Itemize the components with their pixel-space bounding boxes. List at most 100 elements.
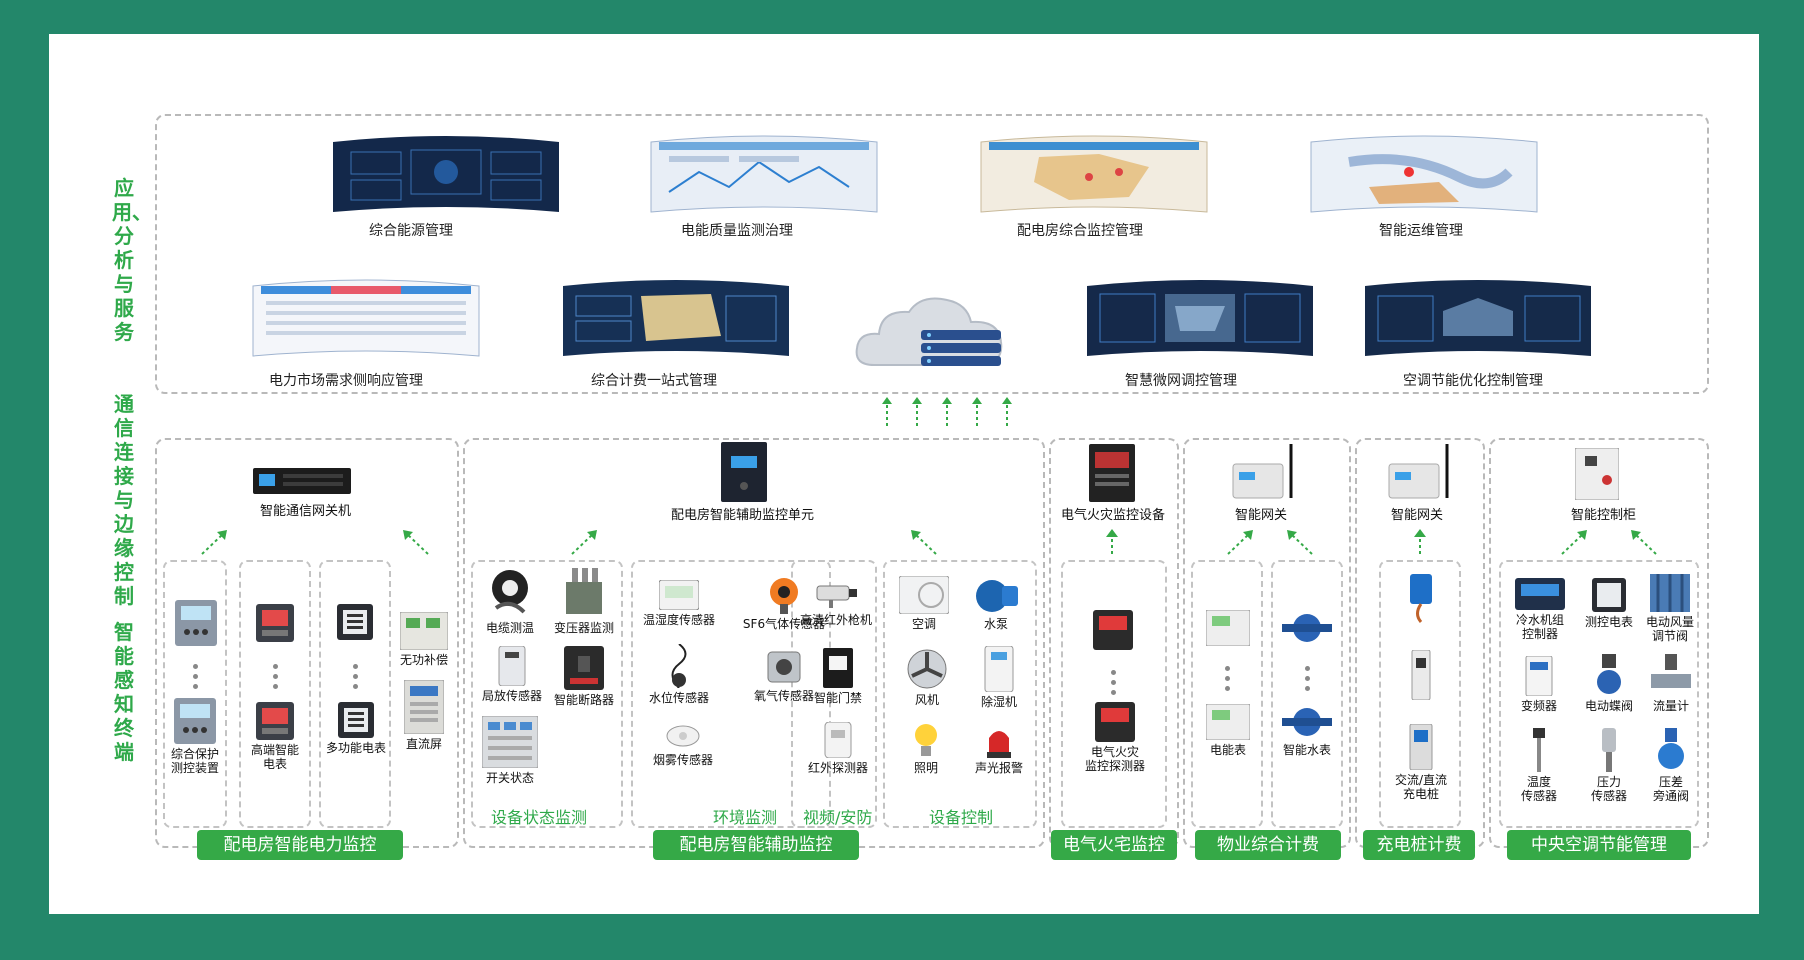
device-label-d14: 氧气传感器 — [753, 689, 814, 703]
device-label-d19: 空调 — [911, 617, 936, 631]
group-hvac-devices — [1499, 560, 1699, 828]
uplink-arrows — [882, 397, 1012, 426]
device-dc-panel: 直流屏 — [395, 680, 453, 751]
device-label-d10: 开关状态 — [485, 771, 534, 785]
screen-microgrid — [1085, 276, 1315, 366]
device-chiller-ctrl: 冷水机组 控制器 — [1505, 578, 1575, 641]
caption-a4: 智能运维管理 — [1379, 223, 1463, 239]
gateway-device-g5 — [1387, 442, 1461, 502]
screen-smart-om — [1309, 132, 1539, 222]
device-label-d33: 电动蝶阀 — [1584, 699, 1633, 713]
caption-a7: 智慧微网调控管理 — [1125, 373, 1237, 389]
device-label-d30: 测控电表 — [1584, 615, 1633, 629]
ellipsis-5 — [1225, 666, 1230, 691]
device-label-d3: 多功能电表 — [325, 741, 386, 755]
gateway-label-g6: 智能控制柜 — [1571, 508, 1637, 523]
device-multifunction-meter: 多功能电表 — [321, 702, 391, 755]
screen-billing — [561, 276, 791, 366]
device-label-d22: 除湿机 — [980, 695, 1017, 709]
device-pump: 水泵 — [961, 574, 1031, 631]
gateway-label-g2: 配电房智能辅助监控单元 — [671, 508, 815, 523]
caption-a3: 配电房综合监控管理 — [1017, 223, 1143, 239]
device-label-d37: 压差 旁通阀 — [1652, 775, 1689, 803]
gateway-label-g3: 电气火灾监控设备 — [1061, 508, 1166, 523]
arrow-up-5 — [1106, 529, 1118, 554]
group-env — [631, 560, 831, 828]
group-video — [791, 560, 877, 828]
device-label-d1: 综合保护 测控装置 — [170, 747, 219, 775]
badge-property-billing: 物业综合计费 — [1195, 830, 1341, 860]
device-water-level: 水位传感器 — [633, 644, 725, 705]
device-label-d11: 温湿度传感器 — [642, 613, 715, 627]
device-pressure-sensor: 压力 传感器 — [1579, 728, 1639, 803]
screen-energy-mgmt — [331, 132, 561, 222]
badge-fire-monitor: 电气火宅监控 — [1051, 830, 1177, 860]
device-label-d31: 电动风量 调节阀 — [1645, 615, 1694, 643]
badge-hvac: 中央空调节能管理 — [1507, 830, 1691, 860]
device-vfd: 变频器 — [1509, 656, 1569, 713]
subgroup-status: 设备状态监测 — [491, 808, 588, 827]
device-label-d6: 电缆测温 — [485, 621, 534, 635]
gateway-device-g2 — [719, 442, 769, 502]
device-air-damper: 电动风量 调节阀 — [1641, 574, 1699, 643]
screen-hvac-opt — [1363, 276, 1593, 366]
device-flowmeter: 流量计 — [1645, 654, 1697, 713]
gateway-label-g4: 智能网关 — [1235, 508, 1288, 523]
group-energy-meter — [1191, 560, 1263, 828]
badge-aux-monitor: 配电房智能辅助监控 — [653, 830, 859, 860]
subgroup-control: 设备控制 — [929, 808, 994, 827]
subgroup-env: 环境监测 — [713, 808, 778, 827]
device-transformer: 变压器监测 — [547, 568, 621, 635]
group-charger — [1379, 560, 1461, 828]
caption-a6: 综合计费一站式管理 — [591, 373, 717, 389]
group-status — [471, 560, 623, 828]
badge-charging: 充电桩计费 — [1363, 830, 1475, 860]
badge-power-monitor: 配电房智能电力监控 — [197, 830, 403, 860]
device-fan: 风机 — [895, 648, 959, 707]
device-dehumidifier: 除湿机 — [965, 646, 1033, 709]
arrow-up-1 — [201, 530, 227, 555]
device-temp-humidity: 温湿度传感器 — [633, 580, 725, 627]
ellipsis-1 — [193, 664, 198, 689]
device-label-d28: 交流/直流 充电桩 — [1394, 773, 1448, 801]
device-label-d9: 智能断路器 — [553, 693, 614, 707]
device-fire-top — [1085, 610, 1141, 650]
caption-a5: 电力市场需求侧响应管理 — [269, 373, 423, 389]
ellipsis-6 — [1305, 666, 1310, 691]
gateway-device-g6 — [1575, 448, 1619, 500]
device-label-d2: 高端智能 电表 — [250, 743, 299, 771]
device-ac-dc-charger: 交流/直流 充电桩 — [1383, 724, 1459, 801]
group-fire — [1061, 560, 1167, 828]
device-label-d23: 照明 — [913, 761, 938, 775]
device-pd-sensor: 局放传感器 — [477, 646, 547, 703]
device-label-d7: 变压器监测 — [553, 621, 614, 635]
device-ctrl-meter: 测控电表 — [1579, 578, 1639, 629]
device-temp-sensor: 温度 传感器 — [1509, 728, 1569, 803]
ellipsis-4 — [1111, 670, 1116, 695]
device-label-d27: 智能水表 — [1282, 743, 1331, 757]
arrow-up-4 — [911, 530, 937, 555]
caption-a1: 综合能源管理 — [369, 223, 453, 239]
device-label-d5: 直流屏 — [405, 737, 442, 751]
app-layer-box — [155, 114, 1709, 394]
screen-power-quality — [649, 132, 879, 222]
device-water-meter: 智能水表 — [1273, 704, 1341, 757]
device-ir-camera: 高清红外枪机 — [793, 580, 879, 627]
layer-title-comm: 通信连接与边缘控制 — [114, 392, 134, 608]
device-oxygen: 氧气传感器 — [745, 648, 823, 703]
device-protect: 综合保护 测控装置 — [163, 698, 227, 775]
device-ir-detector: 红外探测器 — [799, 722, 877, 775]
device-bypass-valve: 压差 旁通阀 — [1643, 728, 1699, 803]
device-label-d20: 水泵 — [983, 617, 1008, 631]
arrow-up-2 — [403, 530, 429, 555]
screen-demand-response — [251, 276, 481, 366]
ellipsis-2 — [273, 664, 278, 689]
screen-substation-monitor — [979, 132, 1209, 222]
device-energy-meter: 电能表 — [1195, 704, 1261, 757]
arrow-up-6 — [1227, 530, 1253, 555]
device-sf6-sensor: SF6气体传感器 — [741, 574, 827, 631]
arrow-up-8 — [1414, 529, 1426, 554]
device-smart-meter: 高端智能 电表 — [239, 702, 311, 771]
group-meter — [239, 560, 311, 828]
device-label-d29: 冷水机组 控制器 — [1515, 613, 1564, 641]
